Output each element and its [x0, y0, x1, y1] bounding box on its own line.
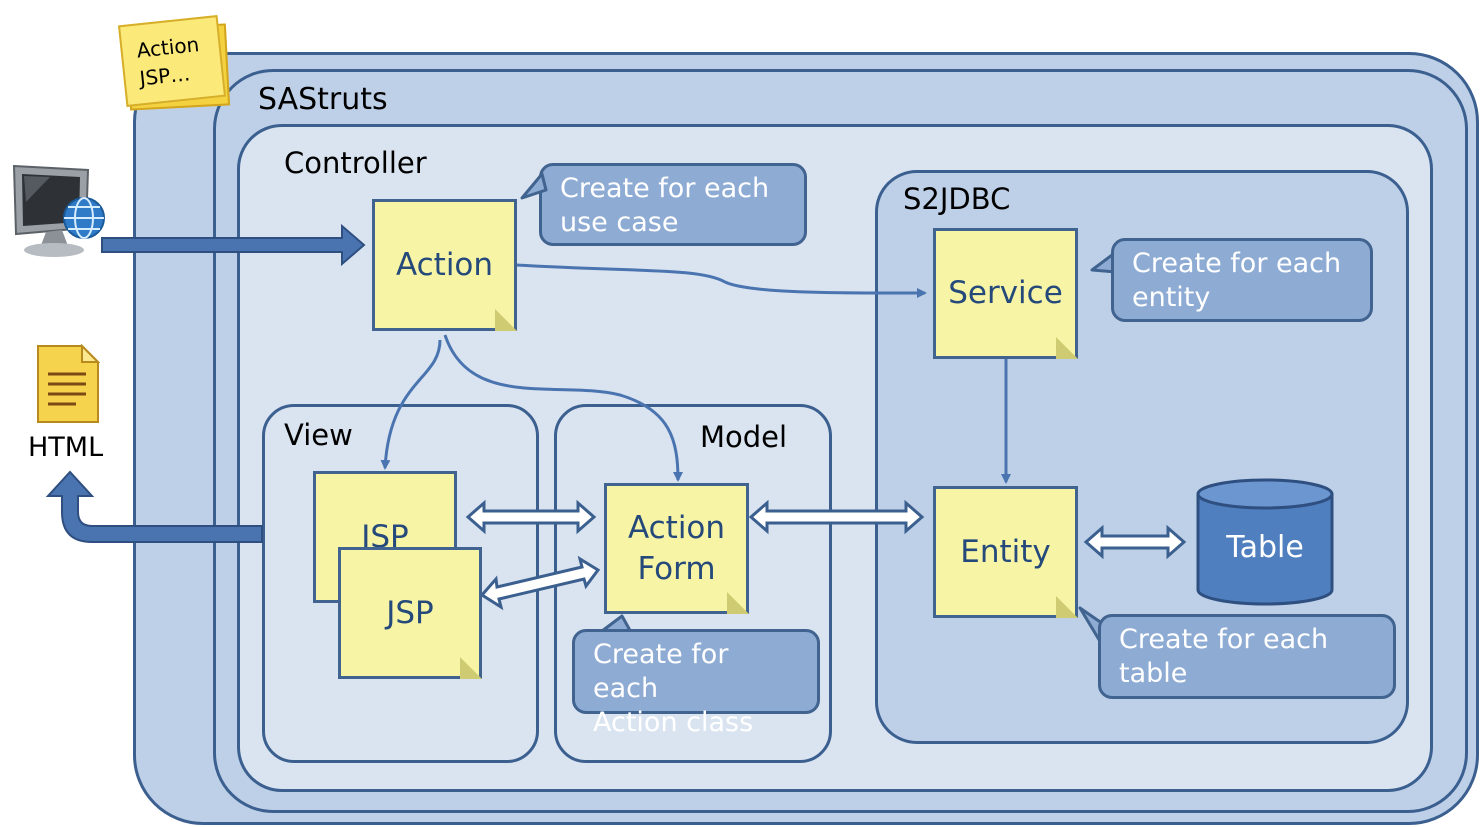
action-form-note: Action Form	[604, 483, 749, 614]
action-callout: Create for each use case	[539, 163, 807, 246]
service-callout: Create for each entity	[1111, 238, 1373, 322]
browser-client-icon	[10, 162, 110, 262]
entity-note: Entity	[933, 486, 1078, 618]
action-note: Action	[372, 199, 517, 331]
service-note-label: Service	[948, 275, 1063, 312]
action-note-label: Action	[395, 246, 494, 283]
jsp-note-front-label: JSP	[386, 594, 434, 631]
html-document-icon	[36, 343, 101, 424]
html-label: HTML	[28, 432, 104, 463]
entity-note-label: Entity	[960, 533, 1051, 570]
controller-title: Controller	[284, 146, 427, 180]
table-label: Table	[1226, 530, 1304, 565]
service-callout-line2: entity	[1132, 282, 1211, 313]
action-form-label-line1: Action	[627, 510, 726, 547]
action-form-label-line2: Form	[637, 550, 716, 587]
sticky-notes-icon: Action JSP…	[117, 14, 233, 111]
entity-callout: Create for each table	[1098, 614, 1396, 699]
form-callout: Create for each Action class	[572, 629, 820, 738]
form-callout-line2: Action class	[593, 707, 754, 738]
view-title: View	[284, 418, 353, 452]
action-callout-line2: use case	[560, 207, 679, 238]
form-callout-line1: Create for each	[593, 639, 729, 704]
model-title: Model	[700, 420, 788, 454]
jsp-note-front: JSP	[338, 547, 482, 679]
service-note: Service	[933, 228, 1078, 359]
s2jdbc-title: S2JDBC	[903, 182, 1011, 216]
action-callout-line1: Create for each	[560, 173, 770, 204]
service-callout-line1: Create for each	[1132, 248, 1342, 279]
entity-callout-text: Create for each table	[1119, 623, 1329, 689]
sastruts-title: SAStruts	[258, 82, 388, 117]
